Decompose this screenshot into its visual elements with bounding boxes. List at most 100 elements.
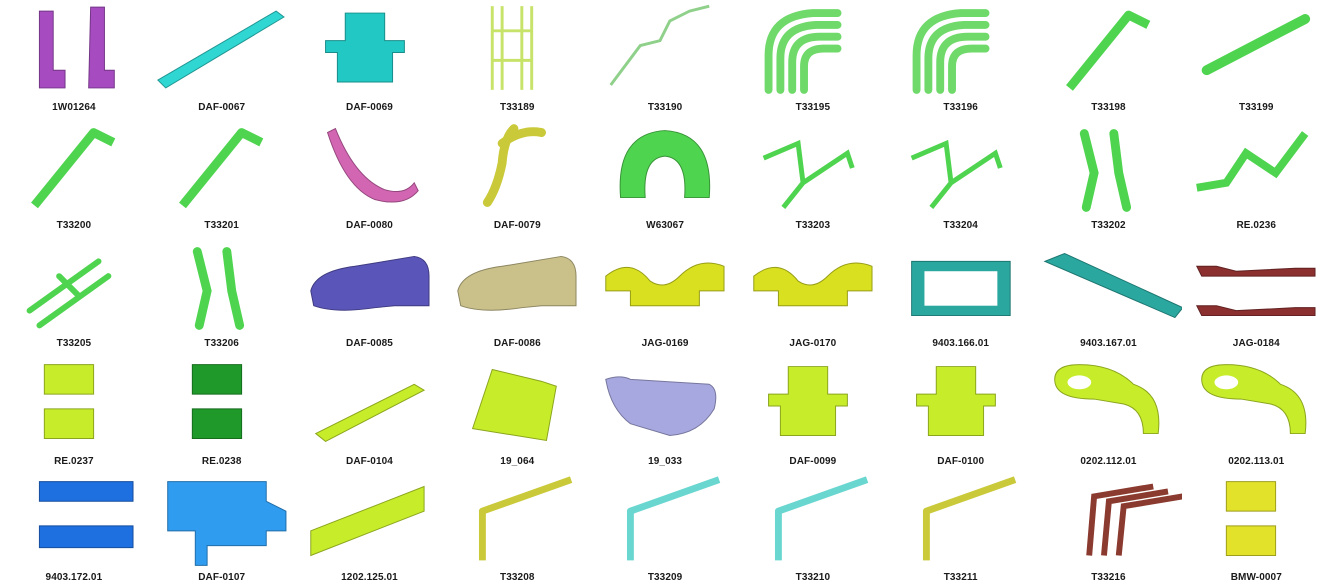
part-number-label: T33201 [204, 220, 239, 231]
part-tile: DAF-0085 [296, 235, 444, 353]
part-image [43, 364, 95, 439]
part-image [309, 485, 425, 557]
part-number-label: 9403.172.01 [45, 572, 103, 583]
part-tile: JAG-0169 [591, 235, 739, 353]
part-image [915, 366, 996, 437]
part-tile: T33206 [148, 235, 296, 353]
part-image [619, 130, 711, 199]
part-tile: T33211 [887, 471, 1035, 587]
part-image [753, 262, 873, 307]
part-tile: BMW-0007 [1182, 471, 1330, 587]
part-number-label: DAF-0069 [346, 102, 393, 113]
part-tile: T33199 [1182, 0, 1330, 117]
part-number-label: RE.0238 [201, 456, 242, 467]
part-tile: RE.0237 [0, 353, 148, 471]
part-number-label: DAF-0080 [346, 220, 393, 231]
part-number-label: DAF-0079 [493, 220, 541, 231]
part-number-label: DAF-0067 [198, 102, 246, 113]
part-tile: T33208 [443, 471, 591, 587]
part-image [26, 258, 112, 329]
part-image [910, 260, 1011, 317]
part-number-label: T33204 [943, 220, 978, 231]
part-number-label: BMW-0007 [1230, 572, 1282, 583]
part-tile: 1W01264 [0, 0, 148, 117]
part-tile: DAF-0069 [296, 0, 444, 117]
part-number-label: T33195 [795, 102, 831, 113]
part-tile: DAF-0079 [443, 117, 591, 235]
part-image [1043, 252, 1183, 319]
part-tile: T33189 [443, 0, 591, 117]
part-tile: T33203 [739, 117, 887, 235]
part-tile: T33209 [591, 471, 739, 587]
part-tile: DAF-0086 [443, 235, 591, 353]
part-image [38, 6, 115, 89]
part-tile: JAG-0184 [1182, 235, 1330, 353]
part-tile: DAF-0100 [887, 353, 1035, 471]
part-image [191, 364, 242, 439]
part-number-label: DAF-0099 [789, 456, 837, 467]
part-image [762, 139, 855, 209]
part-number-label: T33209 [647, 572, 683, 583]
part-number-label: 19_033 [648, 456, 683, 467]
part-tile: 9403.167.01 [1035, 235, 1183, 353]
part-number-label: T33210 [795, 572, 831, 583]
part-image [326, 127, 419, 203]
part-tile: DAF-0067 [148, 0, 296, 117]
part-image [314, 383, 425, 443]
part-image [38, 481, 134, 549]
part-number-label: T33205 [56, 338, 92, 349]
part-image [1085, 483, 1183, 556]
part-number-label: DAF-0086 [493, 338, 541, 349]
part-image [156, 10, 285, 89]
part-number-label: DAF-0085 [346, 338, 393, 349]
part-number-label: T33203 [795, 220, 831, 231]
part-image [178, 128, 264, 209]
part-image [1053, 364, 1159, 435]
part-image [1196, 131, 1309, 192]
part-number-label: JAG-0170 [789, 338, 837, 349]
part-image [922, 476, 1017, 561]
part-number-label: T33200 [56, 220, 92, 231]
part-tile: T33204 [887, 117, 1035, 235]
part-number-label: 9403.166.01 [932, 338, 990, 349]
part-image [491, 6, 534, 90]
part-number-label: T33216 [1091, 572, 1126, 583]
part-image [1201, 364, 1307, 435]
part-number-label: 0202.113.01 [1228, 456, 1285, 467]
part-tile: T33200 [0, 117, 148, 235]
part-tile: RE.0236 [1182, 117, 1330, 235]
part-number-label: 1W01264 [52, 102, 96, 113]
part-tile: DAF-0104 [296, 353, 444, 471]
part-image [457, 255, 577, 311]
part-tile: 0202.112.01 [1035, 353, 1183, 471]
part-image [1065, 10, 1150, 91]
part-tile: DAF-0080 [296, 117, 444, 235]
part-number-label: 1202.125.01 [341, 572, 398, 583]
part-tile: DAF-0099 [739, 353, 887, 471]
part-image [768, 366, 848, 437]
part-tile: T33190 [591, 0, 739, 117]
part-tile: 19_033 [591, 353, 739, 471]
part-image [1079, 129, 1131, 212]
part-tile: 19_064 [443, 353, 591, 471]
part-tile: 1202.125.01 [296, 471, 444, 587]
part-image [609, 4, 710, 86]
part-tile: T33216 [1035, 471, 1183, 587]
part-number-label: 9403.167.01 [1080, 338, 1137, 349]
part-image [1226, 481, 1277, 556]
part-number-label: T33202 [1091, 220, 1126, 231]
part-image [910, 139, 1003, 209]
part-number-label: T33211 [943, 572, 978, 583]
part-tile: T33196 [887, 0, 1035, 117]
part-number-label: T33190 [647, 102, 683, 113]
part-tile: 9403.172.01 [0, 471, 148, 587]
part-number-label: RE.0236 [1236, 220, 1277, 231]
part-number-label: T33189 [500, 102, 535, 113]
part-tile: DAF-0107 [148, 471, 296, 587]
part-number-label: JAG-0184 [1232, 338, 1280, 349]
part-image [912, 9, 990, 94]
part-number-label: T33199 [1239, 102, 1274, 113]
part-image [627, 476, 721, 561]
part-image [764, 9, 842, 94]
